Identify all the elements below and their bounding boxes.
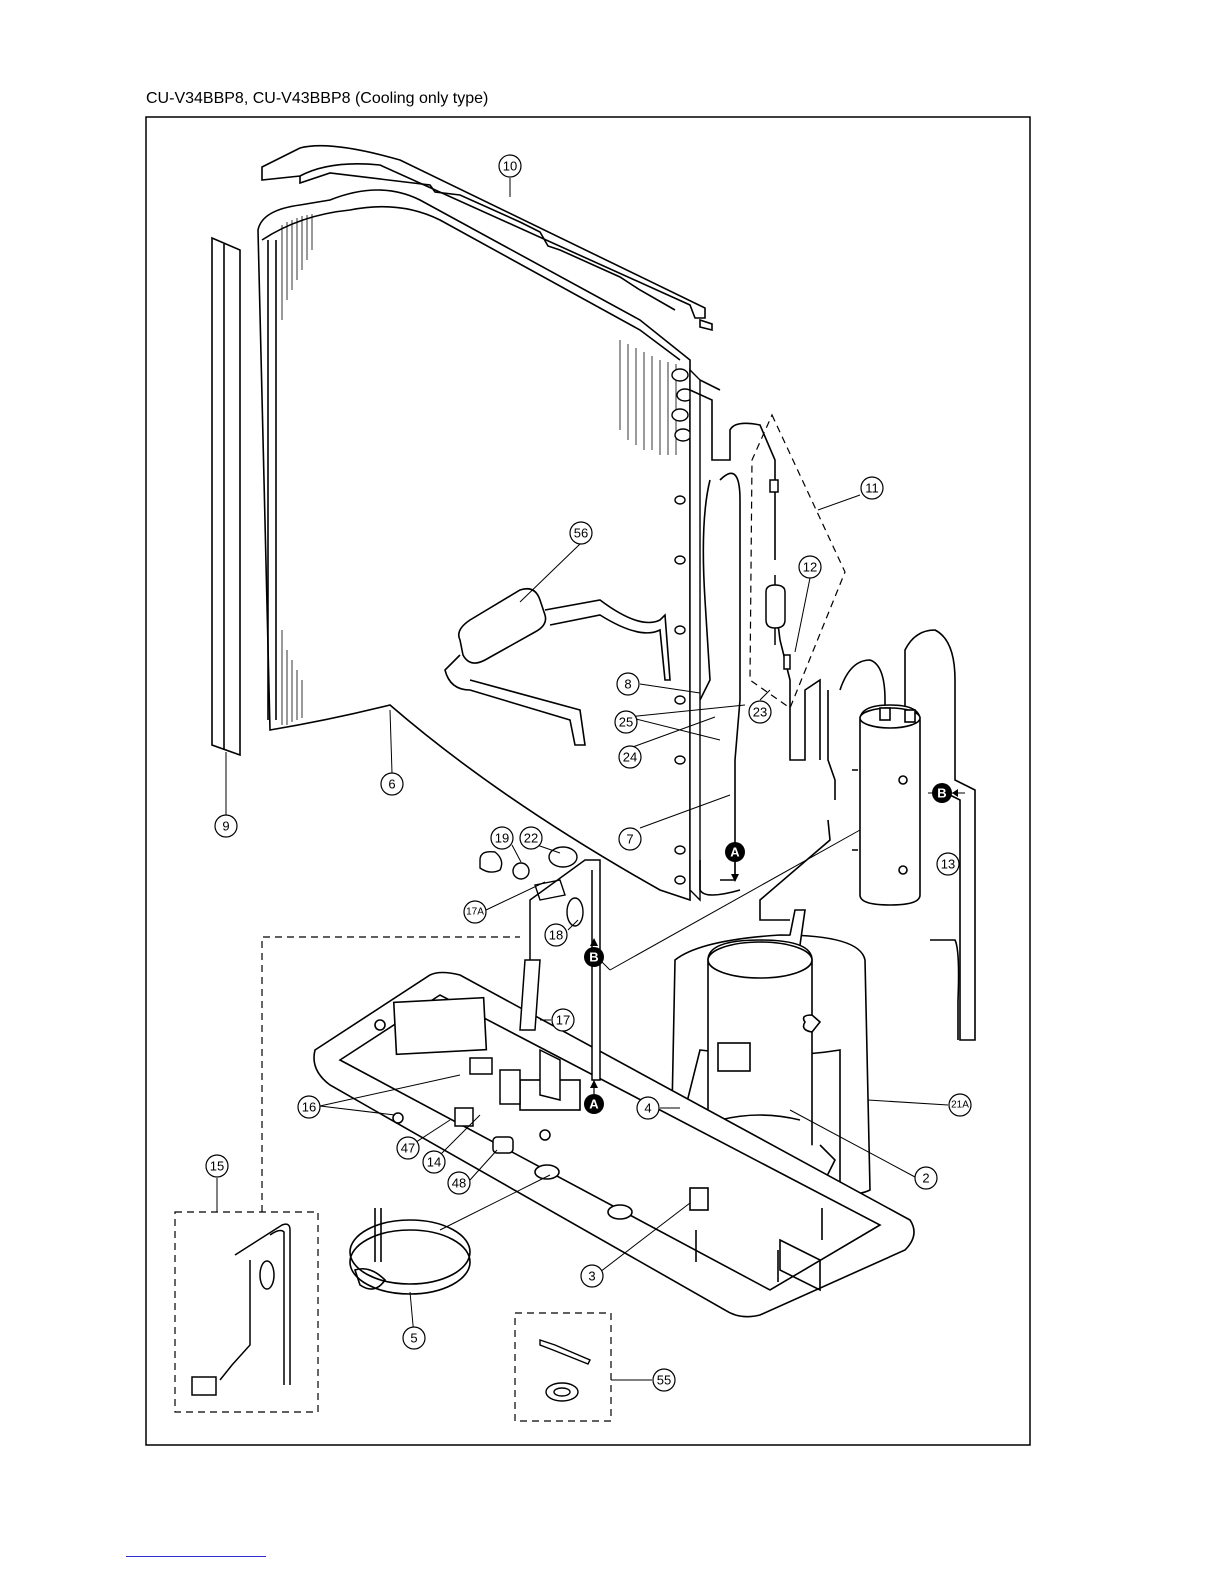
callout-label-25: 25 — [619, 715, 633, 730]
callout-label-22: 22 — [524, 831, 538, 846]
marker-label-A-coil: A — [730, 845, 740, 860]
condenser-coil — [258, 190, 690, 900]
accessory-box — [515, 1313, 611, 1421]
callout-label-48: 48 — [452, 1176, 466, 1191]
callout-label-7: 7 — [626, 832, 633, 847]
callout-label-24: 24 — [623, 750, 637, 765]
callout-label-18: 18 — [549, 928, 563, 943]
callout-label-12: 12 — [803, 560, 817, 575]
callout-label-21A: 21A — [951, 1100, 969, 1111]
callout-label-6: 6 — [388, 777, 395, 792]
callout-label-14: 14 — [427, 1155, 441, 1170]
callout-label-17: 17 — [556, 1013, 570, 1028]
callout-label-4: 4 — [644, 1101, 651, 1116]
callout-label-2: 2 — [922, 1171, 929, 1186]
callout-label-56: 56 — [574, 526, 588, 541]
callout-label-17A: 17A — [466, 907, 484, 918]
marker-label-B-tank: B — [937, 786, 946, 801]
callout-label-8: 8 — [624, 677, 631, 692]
piping-kit-box — [175, 1212, 318, 1412]
callout-label-47: 47 — [401, 1141, 415, 1156]
accessory-parts — [540, 1340, 590, 1401]
group-11-dashed-outline — [750, 415, 845, 708]
receiver-tank — [852, 705, 920, 905]
callout-label-16: 16 — [302, 1100, 316, 1115]
left-side-panel — [212, 238, 240, 755]
callout-label-55: 55 — [657, 1373, 671, 1388]
callout-label-13: 13 — [941, 857, 955, 872]
footer-link-underline — [126, 1556, 266, 1557]
callout-label-23: 23 — [753, 705, 767, 720]
callout-label-5: 5 — [410, 1331, 417, 1346]
marker-label-B-pipe: B — [589, 950, 598, 965]
piping-kit-parts — [192, 1224, 290, 1395]
compressor-band — [350, 1208, 470, 1294]
callout-label-15: 15 — [210, 1159, 224, 1174]
filter-drier — [766, 480, 790, 669]
callout-label-19: 19 — [495, 831, 509, 846]
marker-label-A-base: A — [589, 1097, 599, 1112]
callout-label-10: 10 — [503, 159, 517, 174]
callout-label-3: 3 — [588, 1269, 595, 1284]
callout-label-11: 11 — [865, 481, 879, 496]
callout-label-9: 9 — [222, 819, 229, 834]
